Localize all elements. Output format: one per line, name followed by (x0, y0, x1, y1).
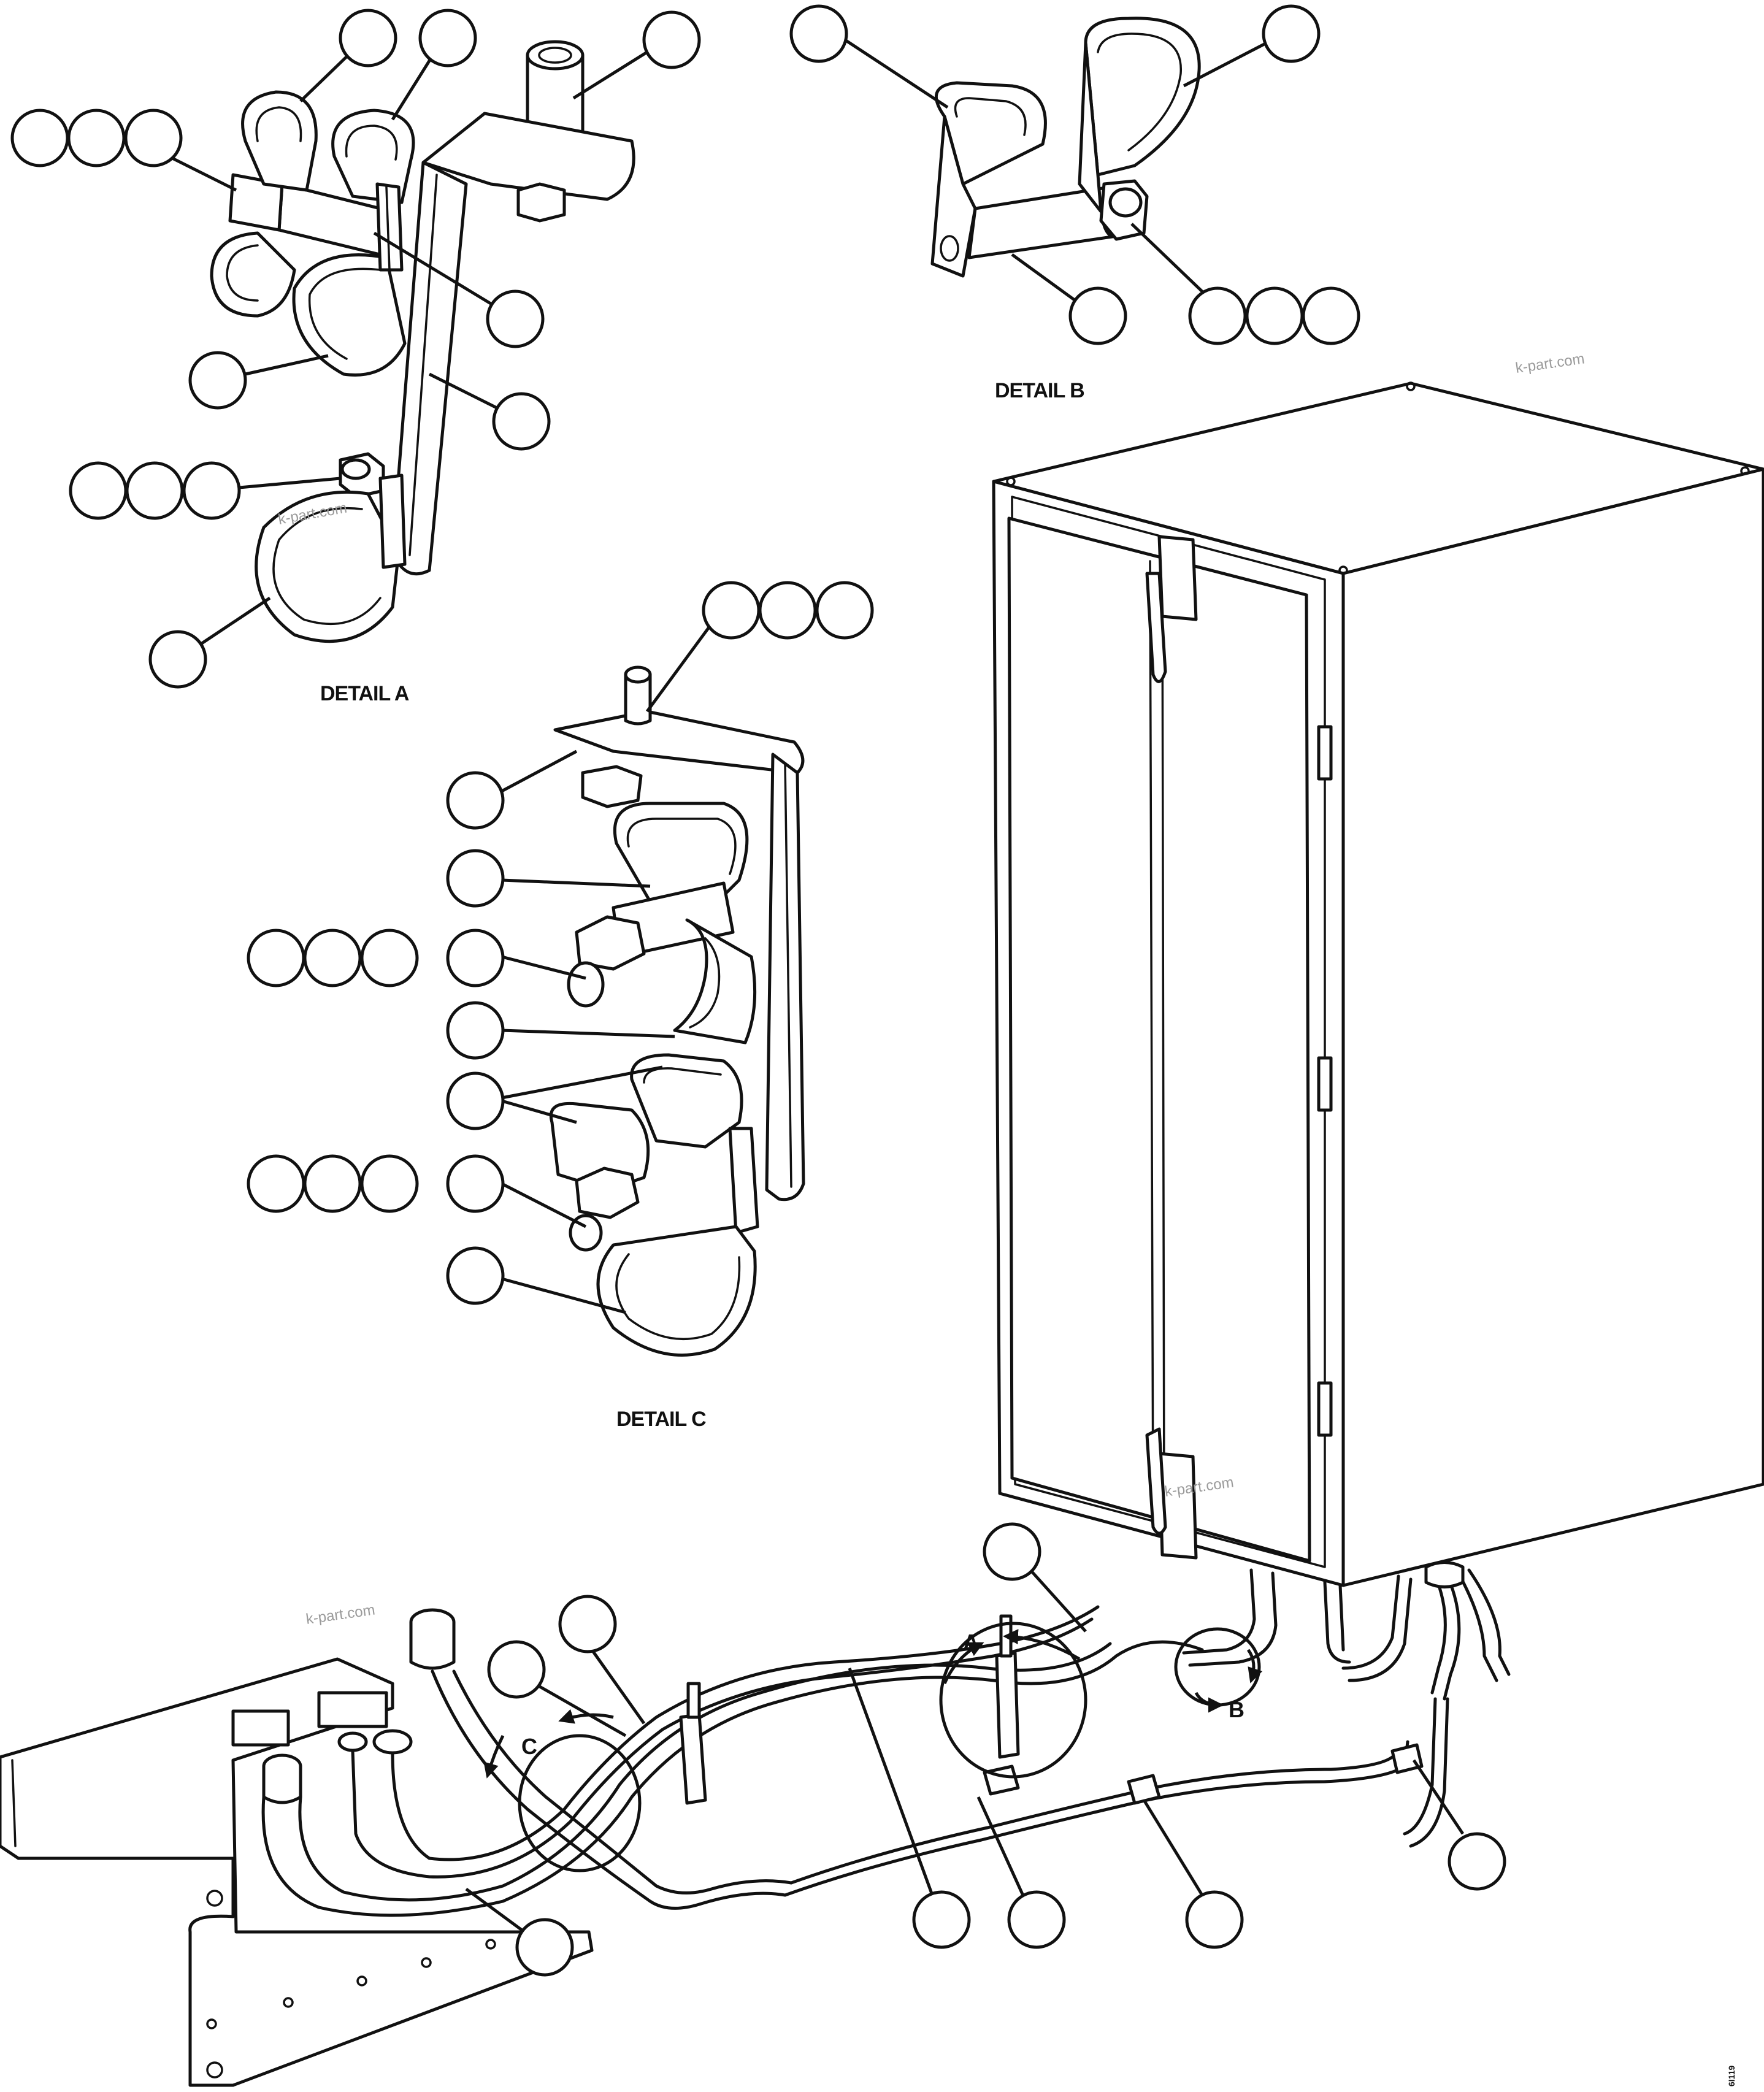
callout-circle (182, 461, 241, 520)
figure-number: 6I119 (1727, 2066, 1736, 2086)
callout-circle (1188, 286, 1247, 345)
callout-circle (360, 1154, 419, 1213)
callout-circle (446, 1001, 505, 1060)
callout-circle (446, 1246, 505, 1305)
callout-circle (247, 929, 305, 987)
callout-circle (702, 581, 761, 640)
callout-circle (1245, 286, 1304, 345)
harness-assembly (0, 1605, 1424, 2087)
callout-circle (1448, 1832, 1506, 1891)
callout-circle (124, 109, 183, 167)
view-marker-c: C (521, 1734, 537, 1759)
callout-circle (1262, 4, 1321, 63)
callout-circle (339, 9, 397, 67)
callout-circle (10, 109, 69, 167)
view-marker-a: A (963, 1630, 979, 1655)
callout-circle (789, 4, 848, 63)
callout-circle (446, 1071, 505, 1130)
detail-b-drawing (930, 17, 1201, 278)
callout-circle (67, 109, 126, 167)
callout-circle (912, 1890, 971, 1949)
callout-circle (303, 1154, 362, 1213)
callout-circle (758, 581, 817, 640)
detail-a-callouts (10, 9, 701, 689)
detail-a-drawing (210, 40, 635, 643)
callout-circle (418, 9, 477, 67)
callout-circle (446, 929, 505, 987)
watermark: k-part.com (305, 1601, 376, 1628)
callout-circle (303, 929, 362, 987)
harness-callouts (465, 1522, 1506, 1977)
callout-circle (446, 771, 505, 830)
callout-circle (446, 1154, 505, 1213)
watermark: k-part.com (1514, 350, 1586, 377)
callout-circle (125, 461, 184, 520)
callout-circle (188, 351, 247, 410)
callout-circle (983, 1522, 1041, 1581)
detail-c-drawing (550, 665, 805, 1357)
callout-circle (148, 630, 207, 689)
callout-circle (492, 392, 551, 451)
callout-circle (247, 1154, 305, 1213)
detail-c-callouts (247, 581, 874, 1314)
callout-circle (815, 581, 874, 640)
detail-c-title: DETAIL C (616, 1408, 706, 1431)
callout-circle (486, 289, 545, 348)
callout-circle (1007, 1890, 1066, 1949)
view-marker-b: B (1229, 1697, 1244, 1722)
callout-circle (446, 849, 505, 908)
callout-circle (558, 1595, 617, 1653)
detail-b-callouts (789, 4, 1360, 345)
callout-circle (1068, 286, 1127, 345)
view-arrows (483, 1629, 1263, 1779)
callout-circle (360, 929, 419, 987)
callout-circle (487, 1640, 546, 1699)
callout-circle (1185, 1890, 1244, 1949)
detail-a-title: DETAIL A (320, 682, 409, 705)
callout-circle (515, 1918, 574, 1977)
callout-circle (69, 461, 128, 520)
detail-b-title: DETAIL B (995, 379, 1084, 402)
callout-circle (1302, 286, 1360, 345)
cabinet (992, 381, 1764, 1848)
callout-circle (642, 10, 701, 69)
